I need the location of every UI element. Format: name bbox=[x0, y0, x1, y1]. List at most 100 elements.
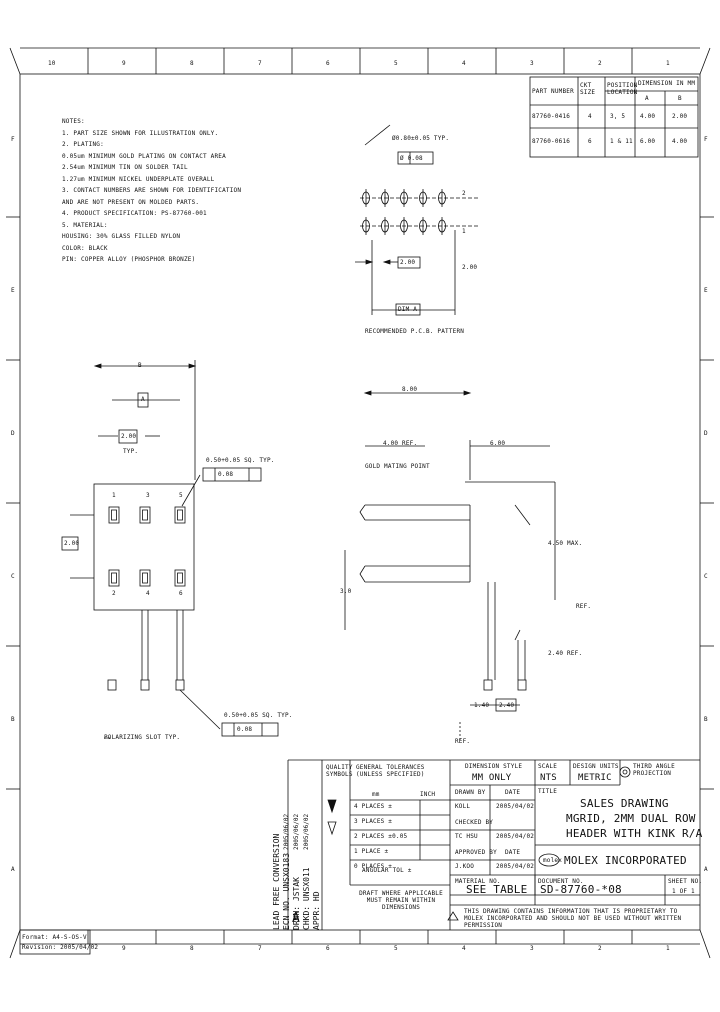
row-left-A: A bbox=[11, 866, 15, 873]
part-table-cell: 2.00 bbox=[672, 113, 688, 120]
tolerance-row: 1 PLACE ± bbox=[354, 848, 389, 855]
part-table-cell: 4 bbox=[588, 113, 592, 120]
part-table-header-dimension: DIMENSION IN MM bbox=[638, 80, 696, 87]
part-table-cell: 1 & 11 bbox=[610, 138, 633, 145]
pin-number-bottom: 6 bbox=[179, 590, 183, 597]
side-ref-2: REF. bbox=[455, 738, 471, 745]
zone-bottom-9: 9 bbox=[122, 945, 126, 952]
pcb-row-label-2: 2 bbox=[462, 190, 466, 197]
pin-number-top: 1 bbox=[112, 492, 116, 499]
solder-tail bbox=[175, 679, 185, 691]
tol-mm-header: mm bbox=[372, 791, 380, 798]
zone-top-5: 5 bbox=[394, 60, 398, 67]
row-right-C: C bbox=[704, 573, 708, 580]
projection-label: THIRD ANGLE PROJECTION bbox=[633, 763, 675, 777]
part-table-header-ckt-size: CKT SIZE bbox=[580, 82, 596, 96]
front-dim-b: B bbox=[138, 362, 142, 369]
checked-date: 2005/04/02 bbox=[496, 833, 535, 840]
side-dim-240b: 2.40 bbox=[499, 702, 515, 709]
note-line: PIN: COPPER ALLOY (PHOSPHOR BRONZE) bbox=[62, 256, 196, 263]
proprietary-notice: THIS DRAWING CONTAINS INFORMATION THAT I… bbox=[464, 908, 682, 929]
pcb-hole-tolerance: Ø0.80±0.05 TYP. bbox=[392, 135, 450, 142]
sheet-no: 1 OF 1 bbox=[672, 888, 695, 895]
title-line: HEADER WITH KINK R/A bbox=[566, 827, 703, 840]
pin-number-top: 5 bbox=[179, 492, 183, 499]
row-left-C: C bbox=[11, 573, 15, 580]
row-left-B: B bbox=[11, 716, 15, 723]
pcb-row-label-1: 1 bbox=[462, 228, 466, 235]
front-pin-tol-box: 0.08 bbox=[218, 471, 234, 478]
row-right-D: D bbox=[704, 430, 708, 437]
pcb-caption: RECOMMENDED P.C.B. PATTERN bbox=[365, 328, 465, 335]
title-label: TITLE bbox=[538, 788, 558, 795]
front-pin bbox=[139, 506, 151, 524]
zone-top-10: 10 bbox=[48, 60, 56, 67]
zone-top-3: 3 bbox=[530, 60, 534, 67]
side-ref: REF. bbox=[576, 603, 592, 610]
part-table-cell: 87760-0616 bbox=[532, 138, 571, 145]
side-dim-240: 2.40 REF. bbox=[548, 650, 583, 657]
material-no: SEE TABLE bbox=[466, 883, 528, 896]
gold-mating-point: GOLD MATING POINT bbox=[365, 463, 430, 470]
pin-number-bottom: 2 bbox=[112, 590, 116, 597]
solder-tail bbox=[107, 679, 117, 691]
revision-date: 2005/06/02 bbox=[283, 813, 290, 850]
side-dim-30: 3.0 bbox=[340, 588, 352, 595]
company-name: MOLEX INCORPORATED bbox=[564, 854, 687, 867]
note-line: 3. CONTACT NUMBERS ARE SHOWN FOR IDENTIF… bbox=[62, 187, 242, 194]
note-line: 2. PLATING: bbox=[62, 141, 104, 148]
part-table-cell: 4.00 bbox=[672, 138, 688, 145]
zone-top-7: 7 bbox=[258, 60, 262, 67]
drawn-date: 2005/04/02 bbox=[496, 803, 535, 810]
side-dim-450: 4.50 MAX. bbox=[548, 540, 583, 547]
note-line: COLOR: BLACK bbox=[62, 244, 108, 252]
row-right-B: B bbox=[704, 716, 708, 723]
zone-top-4: 4 bbox=[462, 60, 466, 67]
part-table-cell: 4.00 bbox=[640, 113, 656, 120]
zone-top-6: 6 bbox=[326, 60, 330, 67]
note-line: 0.05um MINIMUM GOLD PLATING ON CONTACT A… bbox=[62, 152, 226, 160]
sheet-label: SHEET NO. bbox=[668, 878, 703, 885]
note-line: 1.27um MINIMUM NICKEL UNDERPLATE OVERALL bbox=[62, 175, 215, 183]
design-units: METRIC bbox=[578, 773, 612, 783]
scale-label: SCALE bbox=[538, 763, 558, 770]
drawn-name: KOLL bbox=[455, 803, 471, 810]
note-line: AND ARE NOT PRESENT ON MOLDED PARTS. bbox=[62, 198, 200, 206]
side-dim-140: 1.40 bbox=[474, 702, 490, 709]
note-line: 5. MATERIAL: bbox=[62, 221, 108, 229]
title-line: SALES DRAWING bbox=[580, 797, 669, 810]
dimension-style: MM ONLY bbox=[472, 773, 512, 783]
side-dim-600: 6.00 bbox=[490, 440, 506, 447]
approved-by-label: APPROVED BY bbox=[455, 849, 497, 856]
row-right-A: A bbox=[704, 866, 708, 873]
front-pin bbox=[108, 569, 120, 587]
part-table-header-a: A bbox=[645, 95, 649, 102]
front-row-dim: 2.00 bbox=[64, 540, 80, 547]
zone-top-8: 8 bbox=[190, 60, 194, 67]
zone-top-9: 9 bbox=[122, 60, 126, 67]
part-table-cell: 3, 5 bbox=[610, 113, 626, 120]
draft-note: DRAFT WHERE APPLICABLE MUST REMAIN WITHI… bbox=[359, 890, 443, 911]
pin-number-bottom: 4 bbox=[146, 590, 150, 597]
note-line: NOTES: bbox=[62, 118, 85, 125]
front-pin bbox=[174, 569, 186, 587]
zone-top-1: 1 bbox=[666, 60, 670, 67]
revision-line: ECN NO. UNSX0183 bbox=[282, 852, 291, 930]
material-no-label: MATERIAL NO. bbox=[455, 878, 501, 885]
pin-number-top: 3 bbox=[146, 492, 150, 499]
revision-line: LEAD FREE CONVERSION bbox=[272, 833, 281, 930]
front-typ: TYP. bbox=[123, 448, 139, 455]
side-dim-800: 8.00 bbox=[402, 386, 418, 393]
part-table-cell: 6.00 bbox=[640, 138, 656, 145]
general-tolerances: GENERAL TOLERANCES (UNLESS SPECIFIED) bbox=[356, 764, 425, 778]
pcb-dim-a: DIM A bbox=[398, 306, 418, 313]
part-table-header-position: POSITION LOCATION bbox=[607, 82, 638, 96]
title-line: MGRID, 2MM DUAL ROW bbox=[566, 812, 696, 825]
note-line: 4. PRODUCT SPECIFICATION: PS-87760-001 bbox=[62, 210, 207, 217]
row-right-F: F bbox=[704, 136, 708, 143]
solder-tail bbox=[140, 679, 150, 691]
tolerance-row: 4 PLACES ± bbox=[354, 803, 393, 810]
zone-bottom-6: 6 bbox=[326, 945, 330, 952]
